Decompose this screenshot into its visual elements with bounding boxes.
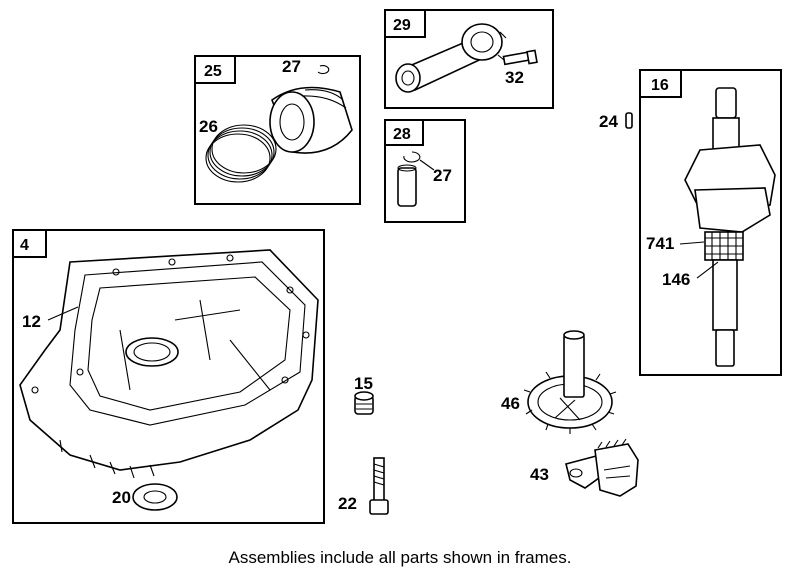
svg-text:741: 741 bbox=[646, 234, 674, 253]
frame-29: 29 bbox=[384, 9, 554, 109]
rod-bolt bbox=[502, 49, 538, 66]
label-20: 20 bbox=[112, 488, 131, 507]
crankshaft bbox=[684, 87, 776, 367]
frame-29-number: 29 bbox=[393, 17, 411, 34]
frame-25-number: 25 bbox=[204, 63, 222, 80]
label-22: 22 bbox=[338, 494, 357, 513]
frame-16-number: 16 bbox=[651, 77, 669, 94]
assemblies-caption: Assemblies include all parts shown in fr… bbox=[228, 548, 572, 567]
piston bbox=[269, 86, 353, 154]
label-27-frame28: 27 bbox=[433, 166, 452, 185]
woodruff-key bbox=[625, 112, 633, 129]
camshaft bbox=[523, 330, 617, 434]
frame-28: 28 bbox=[384, 119, 466, 223]
label-46: 46 bbox=[501, 394, 520, 413]
label-24: 24 bbox=[599, 112, 618, 131]
piston-rings bbox=[205, 124, 277, 183]
oil-seal bbox=[132, 483, 178, 511]
piston-pin bbox=[397, 164, 417, 207]
label-27-top: 27 bbox=[282, 57, 301, 76]
pin-clip bbox=[403, 151, 435, 171]
frame-4: 4 bbox=[12, 229, 325, 524]
frame-4-number: 4 bbox=[20, 237, 29, 254]
frame-28-number: 28 bbox=[393, 126, 411, 143]
sump-bolt bbox=[369, 457, 389, 515]
frame-16: 16 bbox=[639, 69, 782, 376]
label-26: 26 bbox=[199, 117, 218, 136]
label-741: 741 bbox=[646, 234, 705, 253]
piston-pin-clip bbox=[317, 65, 330, 75]
frame-25: 25 bbox=[194, 55, 361, 205]
label-146: 146 bbox=[662, 261, 719, 289]
svg-text:12: 12 bbox=[22, 312, 41, 331]
connecting-rod bbox=[395, 23, 507, 93]
svg-text:146: 146 bbox=[662, 270, 690, 289]
governor-assembly bbox=[565, 438, 639, 497]
breather-plug bbox=[354, 391, 374, 415]
label-15: 15 bbox=[354, 374, 373, 393]
label-43: 43 bbox=[530, 465, 549, 484]
label-32: 32 bbox=[505, 68, 524, 87]
label-12: 12 bbox=[22, 306, 79, 331]
crankcase-sump bbox=[19, 249, 319, 479]
